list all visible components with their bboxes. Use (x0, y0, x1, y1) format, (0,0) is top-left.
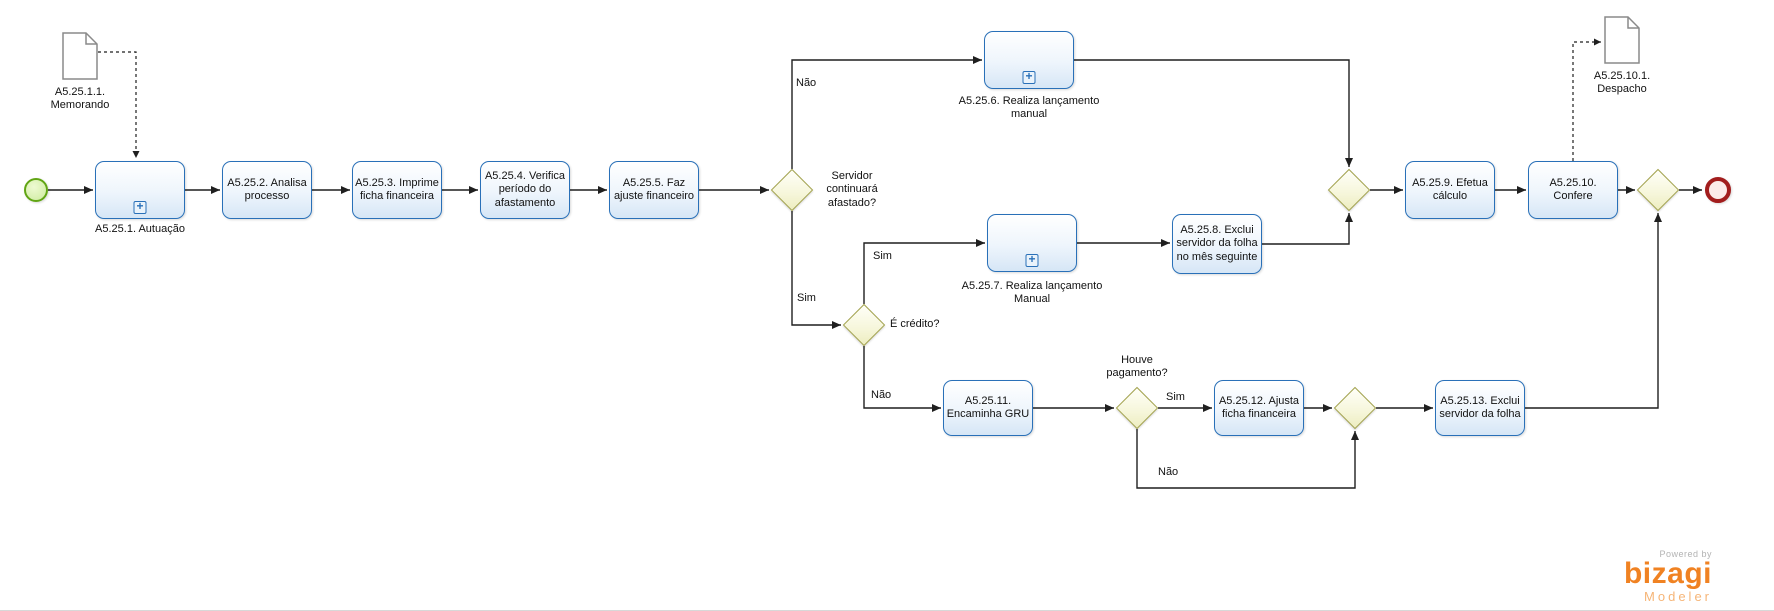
task-label: A5.25.5. Faz ajuste financeiro (613, 176, 695, 202)
document-icon (1604, 16, 1640, 64)
edge-label-nao-pagamento: Não (1158, 466, 1179, 478)
flow-nao-to-a52511[interactable] (863, 346, 941, 412)
edge-label-sim-pagamento: Sim (1166, 391, 1185, 403)
gateway-e-credito-label: É crédito? (890, 318, 940, 330)
flow-a5258-to-merge[interactable] (1262, 213, 1353, 245)
flow-nao-to-a5256[interactable] (791, 56, 982, 169)
subprocess-a5-25-6[interactable]: + (984, 31, 1074, 89)
task-label: A5.25.9. Efetua cálculo (1412, 176, 1488, 202)
task-label: A5.25.4. Verifica período do afastamento (484, 169, 566, 209)
task-a5-25-12[interactable]: A5.25.12. Ajusta ficha financeira (1214, 380, 1304, 436)
edge-label-nao-credito: Não (871, 389, 892, 401)
task-a5-25-4[interactable]: A5.25.4. Verifica período do afastamento (480, 161, 570, 219)
subprocess-a5-25-1-label: A5.25.1. Autuação (95, 223, 185, 235)
task-label: A5.25.3. Imprime ficha financeira (355, 176, 439, 202)
powered-by-text: Powered by (1659, 549, 1712, 559)
subprocess-a5-25-7[interactable]: + (987, 214, 1077, 272)
association-memorando-to-a5251[interactable] (98, 51, 140, 158)
data-object-memorando-label: A5.25.1.1. Memorando (50, 86, 110, 112)
flow-nao-pagamento-bypass[interactable] (1136, 429, 1359, 489)
data-object-despacho-label: A5.25.10.1. Despacho (1593, 70, 1651, 96)
task-a5-25-2[interactable]: A5.25.2. Analisa processo (222, 161, 312, 219)
start-event[interactable] (24, 178, 48, 202)
bizagi-brand-text: bizagi (1623, 557, 1712, 590)
task-a5-25-5[interactable]: A5.25.5. Faz ajuste financeiro (609, 161, 699, 219)
task-a5-25-13[interactable]: A5.25.13. Exclui servidor da folha (1435, 380, 1525, 436)
task-label: A5.25.8. Exclui servidor da folha no mês… (1176, 223, 1258, 263)
task-label: A5.25.2. Analisa processo (227, 176, 307, 202)
task-label: A5.25.12. Ajusta ficha financeira (1218, 394, 1300, 420)
subprocess-plus-icon: + (133, 200, 147, 214)
data-object-despacho[interactable] (1604, 16, 1640, 69)
task-a5-25-8[interactable]: A5.25.8. Exclui servidor da folha no mês… (1172, 214, 1262, 274)
subprocess-a5-25-6-label: A5.25.6. Realiza lançamento manual (958, 95, 1100, 121)
task-label: A5.25.11. Encaminha GRU (946, 394, 1030, 420)
gateway-servidor-label: Servidor continuará afastado? (826, 170, 878, 209)
task-label: A5.25.13. Exclui servidor da folha (1439, 394, 1521, 420)
edge-label-sim-afastado: Sim (797, 292, 816, 304)
edge-label-sim-credito: Sim (873, 250, 892, 262)
data-object-memorando[interactable] (62, 32, 98, 85)
subprocess-plus-icon: + (1022, 70, 1036, 84)
task-a5-25-11[interactable]: A5.25.11. Encaminha GRU (943, 380, 1033, 436)
bizagi-logo: Powered by bizagi Modeler (1590, 549, 1712, 604)
bizagi-product-text: Modeler (1644, 589, 1712, 604)
gateway-houve-pagamento-label: Houve pagamento? (1106, 354, 1168, 380)
association-a52510-to-despacho[interactable] (1572, 38, 1601, 161)
flow-sim-to-e-credito[interactable] (791, 211, 841, 329)
flow-sim-to-a5257[interactable] (863, 239, 985, 304)
flow-a52513-to-final-gateway[interactable] (1525, 213, 1662, 409)
subprocess-a5-25-1[interactable]: + (95, 161, 185, 219)
flow-a5256-to-merge[interactable] (1074, 59, 1353, 167)
subprocess-plus-icon: + (1025, 253, 1039, 267)
task-label: A5.25.10. Confere (1549, 176, 1597, 202)
end-event[interactable] (1705, 177, 1731, 203)
task-a5-25-10[interactable]: A5.25.10. Confere (1528, 161, 1618, 219)
document-icon (62, 32, 98, 80)
subprocess-a5-25-7-label: A5.25.7. Realiza lançamento Manual (961, 280, 1103, 306)
edge-label-nao-afastado: Não (796, 77, 817, 89)
task-a5-25-3[interactable]: A5.25.3. Imprime ficha financeira (352, 161, 442, 219)
task-a5-25-9[interactable]: A5.25.9. Efetua cálculo (1405, 161, 1495, 219)
